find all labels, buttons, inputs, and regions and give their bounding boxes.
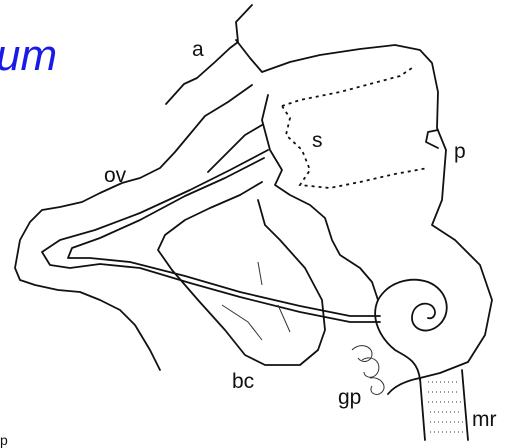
- gp-pointer: [388, 378, 420, 394]
- cochlea-spiral: [378, 280, 447, 331]
- outline-p-notch: [426, 130, 438, 148]
- outline-bc-sac: [158, 182, 325, 365]
- label-a: a: [192, 38, 204, 61]
- outline-ov-upper: [15, 85, 252, 370]
- label-gp: gp: [338, 386, 361, 409]
- label-s: s: [312, 129, 323, 152]
- outline-mid: [208, 125, 262, 172]
- outline-top-branch: [166, 5, 252, 104]
- outline-top-right: [236, 40, 492, 378]
- label-ov: ov: [104, 164, 127, 187]
- outline-inner-right: [262, 95, 378, 300]
- mr-stalk-texture: [428, 382, 466, 432]
- label-p: p: [454, 140, 466, 163]
- mr-stalk-right: [462, 370, 468, 440]
- mr-stalk-left: [420, 378, 425, 440]
- label-mr: mr: [472, 408, 497, 431]
- label-bc: bc: [232, 370, 254, 393]
- region-s-dashed: [282, 66, 428, 188]
